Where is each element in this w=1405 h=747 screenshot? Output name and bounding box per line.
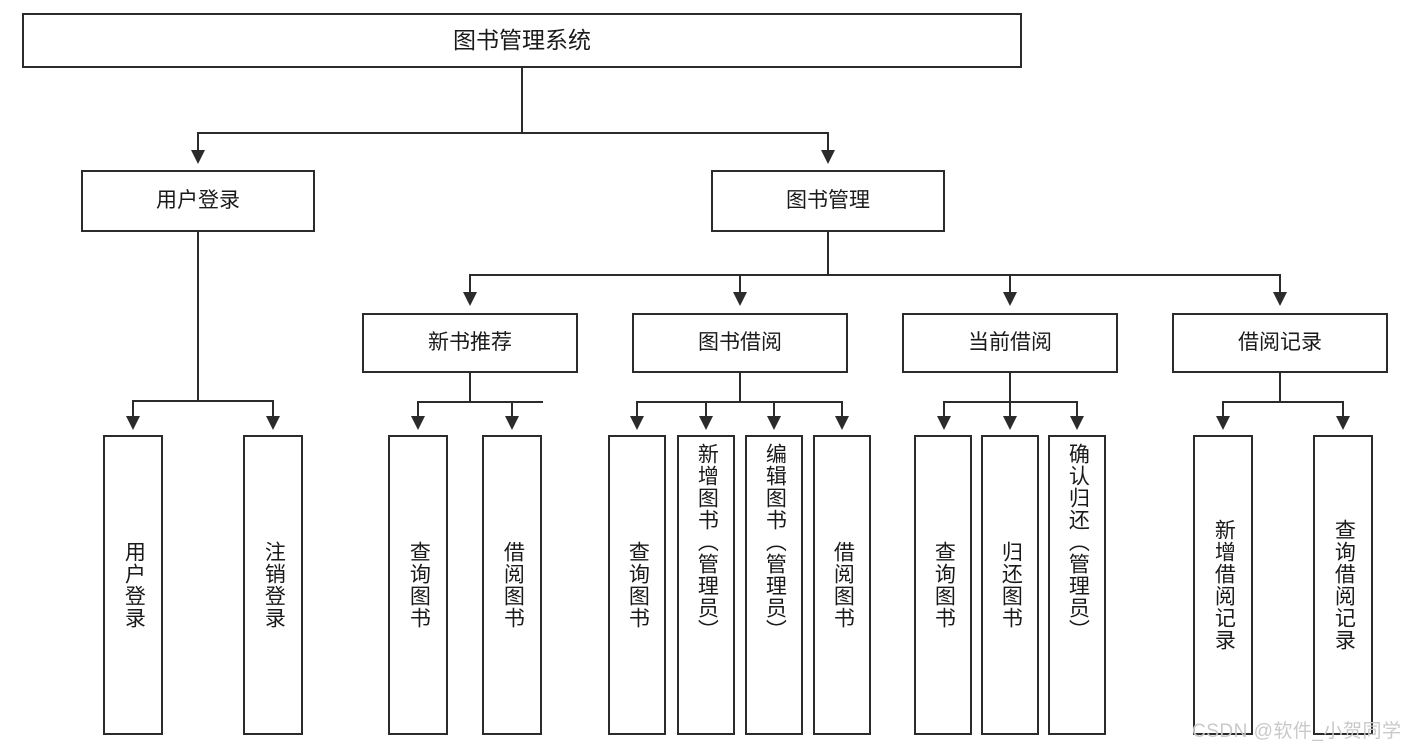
edge-user-login-to-leaf-1: [132, 400, 134, 418]
edge-current-to-leaf-3: [1076, 401, 1078, 418]
node-label: 用户登录: [122, 541, 146, 629]
node-label: 查询图书: [626, 541, 650, 629]
node-label: 新增图书（管理员）: [695, 443, 719, 641]
edge-book-mgmt-to-record: [1279, 274, 1281, 294]
edge-root-bus: [197, 132, 829, 134]
arrow-current-to-leaf-2: [1003, 416, 1017, 430]
edge-user-login-to-leaf-2: [272, 400, 274, 418]
leaf-current-confirm-return-admin[interactable]: 确认归还（管理员）: [1048, 435, 1106, 735]
arrow-user-login-to-leaf-1: [126, 416, 140, 430]
arrow-record-to-leaf-2: [1336, 416, 1350, 430]
edge-new-book-bus: [417, 401, 543, 403]
leaf-borrow-add-book-admin[interactable]: 新增图书（管理员）: [677, 435, 735, 735]
node-label: 图书借阅: [698, 330, 782, 354]
edge-root-to-user-login: [197, 132, 199, 152]
arrow-root-to-book-mgmt: [821, 150, 835, 164]
arrow-book-mgmt-to-borrow: [733, 292, 747, 306]
leaf-borrow-borrow-book[interactable]: 借阅图书: [813, 435, 871, 735]
arrow-current-to-leaf-3: [1070, 416, 1084, 430]
leaf-borrow-edit-book-admin[interactable]: 编辑图书（管理员）: [745, 435, 803, 735]
node-root-book-management-system[interactable]: 图书管理系统: [22, 13, 1022, 68]
node-borrow-record[interactable]: 借阅记录: [1172, 313, 1388, 373]
edge-record-stem: [1279, 373, 1281, 403]
node-label: 图书管理: [786, 188, 870, 212]
node-label: 查询图书: [932, 541, 956, 629]
node-label: 查询图书: [407, 541, 431, 629]
edge-borrow-bus: [636, 401, 842, 403]
edge-book-mgmt-to-borrow: [739, 274, 741, 294]
edge-book-mgmt-bus: [469, 274, 1281, 276]
node-current-borrow[interactable]: 当前借阅: [902, 313, 1118, 373]
edge-current-to-leaf-1: [943, 401, 945, 418]
node-label: 借阅图书: [831, 541, 855, 629]
arrow-borrow-to-leaf-3: [767, 416, 781, 430]
edge-borrow-stem: [739, 373, 741, 403]
leaf-current-query-book[interactable]: 查询图书: [914, 435, 972, 735]
node-label: 确认归还（管理员）: [1066, 443, 1090, 641]
watermark-text: CSDN @软件_小贺同学: [1192, 721, 1402, 742]
leaf-record-query-record[interactable]: 查询借阅记录: [1313, 435, 1373, 735]
edge-current-to-leaf-2: [1009, 401, 1011, 418]
leaf-borrow-query-book[interactable]: 查询图书: [608, 435, 666, 735]
edge-borrow-to-leaf-3: [773, 401, 775, 418]
leaf-record-add-record[interactable]: 新增借阅记录: [1193, 435, 1253, 735]
edge-user-login-stem: [197, 232, 199, 402]
node-label: 注销登录: [262, 541, 286, 629]
arrow-book-mgmt-to-record: [1273, 292, 1287, 306]
leaf-user-login-signout[interactable]: 注销登录: [243, 435, 303, 735]
edge-borrow-to-leaf-4: [841, 401, 843, 418]
node-user-login[interactable]: 用户登录: [81, 170, 315, 232]
edge-record-bus: [1222, 401, 1344, 403]
node-new-book-recommend[interactable]: 新书推荐: [362, 313, 578, 373]
arrow-book-mgmt-to-current: [1003, 292, 1017, 306]
node-label: 用户登录: [156, 188, 240, 212]
edge-new-book-to-leaf-2: [511, 401, 513, 418]
edge-borrow-to-leaf-2: [705, 401, 707, 418]
leaf-current-return-book[interactable]: 归还图书: [981, 435, 1039, 735]
node-label: 新增借阅记录: [1212, 519, 1236, 651]
arrow-book-mgmt-to-new-book: [463, 292, 477, 306]
leaf-new-book-query[interactable]: 查询图书: [388, 435, 448, 735]
node-label: 图书管理系统: [453, 26, 591, 53]
arrow-new-book-to-leaf-1: [411, 416, 425, 430]
edge-new-book-to-leaf-1: [417, 401, 419, 418]
arrow-root-to-user-login: [191, 150, 205, 164]
arrow-record-to-leaf-1: [1216, 416, 1230, 430]
edge-record-to-leaf-2: [1342, 401, 1344, 418]
node-label: 编辑图书（管理员）: [763, 443, 787, 641]
arrow-user-login-to-leaf-2: [266, 416, 280, 430]
arrow-borrow-to-leaf-2: [699, 416, 713, 430]
edge-current-stem: [1009, 373, 1011, 403]
arrow-borrow-to-leaf-1: [630, 416, 644, 430]
node-label: 查询借阅记录: [1332, 519, 1356, 651]
node-label: 借阅记录: [1238, 330, 1322, 354]
edge-root-stem: [521, 67, 523, 133]
node-label: 当前借阅: [968, 330, 1052, 354]
node-book-management[interactable]: 图书管理: [711, 170, 945, 232]
node-book-borrow[interactable]: 图书借阅: [632, 313, 848, 373]
arrow-new-book-to-leaf-2: [505, 416, 519, 430]
node-label: 新书推荐: [428, 330, 512, 354]
arrow-current-to-leaf-1: [937, 416, 951, 430]
edge-record-to-leaf-1: [1222, 401, 1224, 418]
edge-user-login-bus: [132, 400, 274, 402]
edge-new-book-stem: [469, 373, 471, 403]
node-label: 归还图书: [999, 541, 1023, 629]
edge-root-to-book-mgmt: [827, 132, 829, 152]
edge-book-mgmt-stem: [827, 232, 829, 276]
edge-book-mgmt-to-new-book: [469, 274, 471, 294]
arrow-borrow-to-leaf-4: [835, 416, 849, 430]
edge-book-mgmt-to-current: [1009, 274, 1011, 294]
node-label: 借阅图书: [501, 541, 525, 629]
leaf-user-login-signin[interactable]: 用户登录: [103, 435, 163, 735]
edge-borrow-to-leaf-1: [636, 401, 638, 418]
leaf-new-book-borrow[interactable]: 借阅图书: [482, 435, 542, 735]
